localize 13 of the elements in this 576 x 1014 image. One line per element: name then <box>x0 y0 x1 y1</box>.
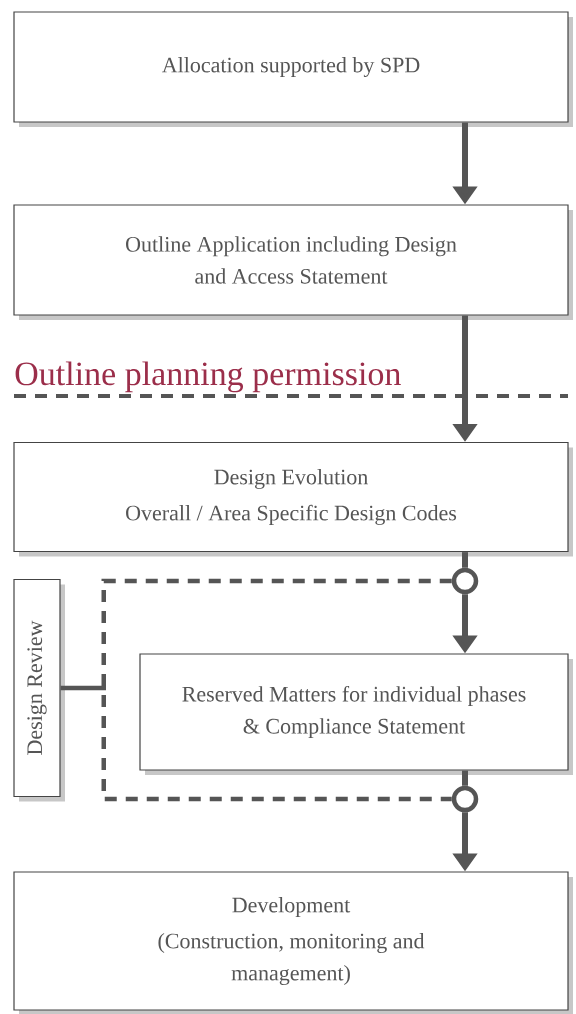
junction-circle <box>451 567 479 595</box>
process-box: Reserved Matters for individual phases & Compliance Statement <box>139 653 573 775</box>
process-box: Allocation supported by SPD <box>13 11 573 127</box>
junction-circle <box>451 785 479 813</box>
process-box: Outline Application including Design and Access Statement <box>13 204 573 320</box>
review-box: Design Review <box>13 578 65 802</box>
connector <box>462 552 468 568</box>
dashed-loop <box>101 578 452 802</box>
process-box: Design Evolution Overall / Area Specific Design Codes <box>13 441 573 557</box>
process-box: Development (Construction, monitoring and management) <box>13 871 573 1014</box>
connector <box>462 770 468 786</box>
section-heading: Outline planning permission <box>15 361 401 393</box>
connector <box>60 685 106 691</box>
